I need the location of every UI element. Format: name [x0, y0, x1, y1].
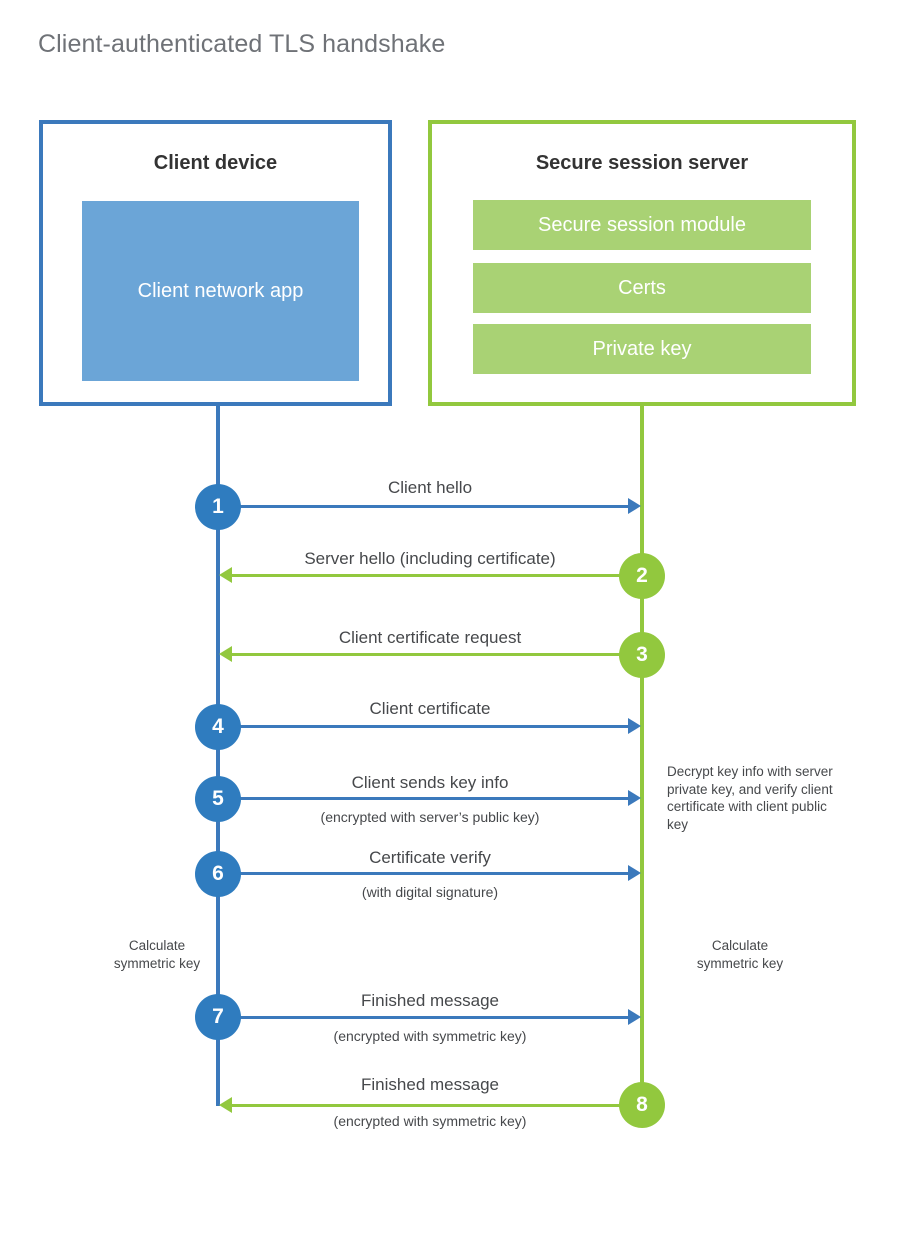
step-7-label: Finished message: [361, 991, 499, 1010]
step-5-sublabel: (encrypted with server’s public key): [320, 809, 540, 825]
step-6-arrow-head: [628, 865, 641, 881]
step-7-sublabel: (encrypted with symmetric key): [333, 1028, 527, 1044]
step-6-circle[interactable]: 6: [195, 851, 241, 897]
step-1-circle[interactable]: 1: [195, 484, 241, 530]
page-title: Client-authenticated TLS handshake: [38, 30, 446, 58]
step-2-label: Server hello (including certificate): [304, 549, 556, 568]
step-6-label: Certificate verify: [369, 848, 491, 867]
secure-session-server-box: Secure session server Secure session mod…: [428, 120, 856, 406]
step-3-arrow-head: [219, 646, 232, 662]
server-calculate-note-text: Calculate symmetric key: [696, 938, 784, 971]
step-7-circle[interactable]: 7: [195, 994, 241, 1040]
step-5-arrow-head: [628, 790, 641, 806]
server-decrypt-note: Decrypt key info with server private key…: [667, 764, 833, 832]
step-4-arrow-head: [628, 718, 641, 734]
step-2-arrow-line: [232, 574, 642, 577]
secure-session-server-title: Secure session server: [535, 152, 749, 174]
server-module-secure-session-module: Secure session module: [473, 200, 811, 250]
step-8-label: Finished message: [361, 1075, 499, 1094]
step-4-label: Client certificate: [369, 699, 491, 718]
server-calculate-symmetric-key-note: Calculate symmetric key: [665, 937, 815, 972]
step-1-label: Client hello: [387, 478, 473, 497]
step-8-sublabel: (encrypted with symmetric key): [333, 1113, 527, 1129]
step-8-arrow-line: [232, 1104, 642, 1107]
step-3-label: Client certificate request: [338, 628, 522, 647]
server-module-private-key: Private key: [473, 324, 811, 374]
server-lifeline: [640, 406, 644, 1106]
step-3-arrow-line: [232, 653, 642, 656]
step-7-arrow-line: [218, 1016, 628, 1019]
server-module-certs: Certs: [473, 263, 811, 313]
step-3-circle[interactable]: 3: [619, 632, 665, 678]
step-5-circle[interactable]: 5: [195, 776, 241, 822]
client-network-app-module: Client network app: [82, 201, 359, 381]
step-5-label: Client sends key info: [351, 773, 509, 792]
step-1-arrow-line: [218, 505, 628, 508]
client-lifeline: [216, 406, 220, 1106]
step-1-arrow-head: [628, 498, 641, 514]
client-device-title: Client device: [153, 152, 278, 174]
step-6-arrow-line: [218, 872, 628, 875]
step-5-arrow-line: [218, 797, 628, 800]
step-2-circle[interactable]: 2: [619, 553, 665, 599]
step-7-arrow-head: [628, 1009, 641, 1025]
client-device-box: Client device Client network app: [39, 120, 392, 406]
step-6-sublabel: (with digital signature): [361, 884, 499, 900]
client-calculate-note-text: Calculate symmetric key: [113, 938, 201, 971]
step-8-circle[interactable]: 8: [619, 1082, 665, 1128]
step-8-arrow-head: [219, 1097, 232, 1113]
client-calculate-symmetric-key-note: Calculate symmetric key: [82, 937, 232, 972]
step-2-arrow-head: [219, 567, 232, 583]
step-4-circle[interactable]: 4: [195, 704, 241, 750]
step-4-arrow-line: [218, 725, 628, 728]
